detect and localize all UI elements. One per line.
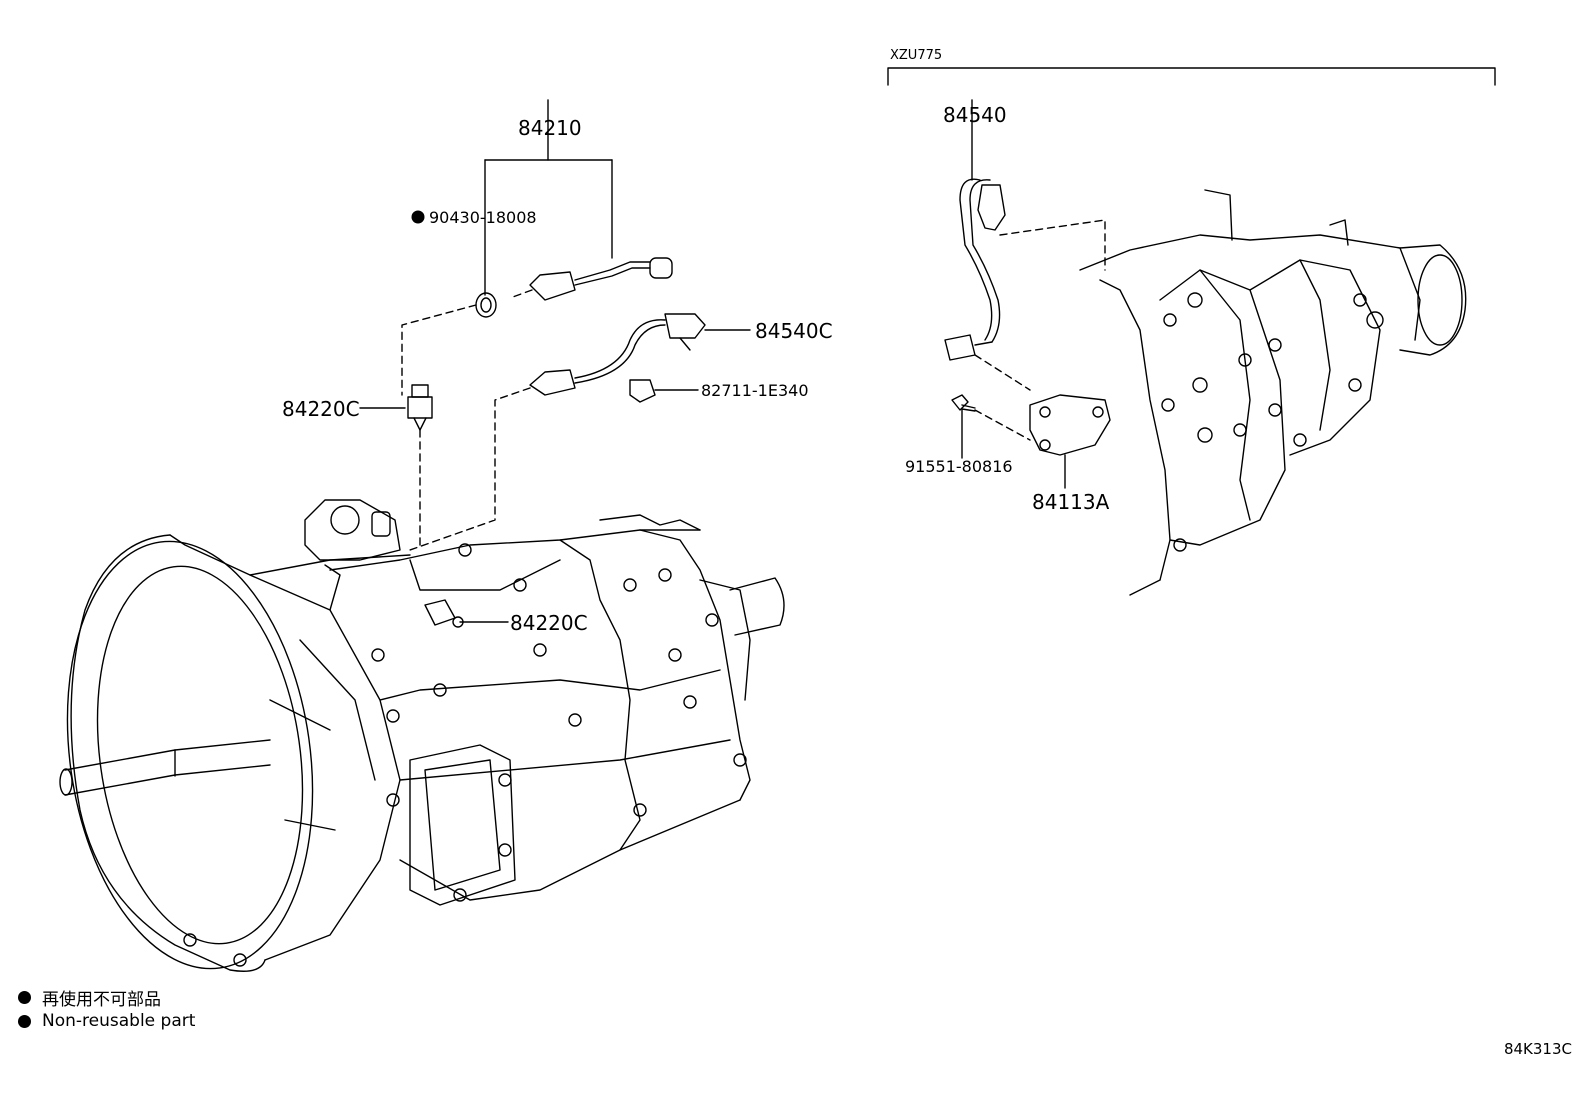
speed-sensor-wire (529, 313, 706, 396)
transmission-assembly (59, 499, 785, 972)
callout-84210: 84210 (518, 116, 582, 140)
variant-bracket (887, 67, 1496, 86)
gasket (475, 292, 497, 318)
legend-jp-text: 再使用不可部品 (42, 990, 161, 1010)
diagram-code: 84K313C (1503, 1040, 1572, 1058)
filled-circle-icon (18, 991, 31, 1004)
sensor-84540-wire (944, 99, 1006, 361)
leaders-left (359, 329, 751, 623)
dashed-leaders-left (401, 289, 533, 551)
legend-en: Non-reusable part (18, 1011, 195, 1031)
filled-circle-icon (18, 1014, 31, 1028)
callout-84220C-body: 84220C (510, 611, 588, 635)
callout-84113A: 84113A (1032, 490, 1110, 514)
callout-91551-80816: 91551-80816 (905, 457, 1013, 476)
callout-90430-18008: 90430-18008 (429, 208, 537, 227)
legend-en-text: Non-reusable part (42, 1011, 196, 1031)
callout-84220C-top: 84220C (282, 397, 360, 421)
bolt-91551 (951, 394, 976, 412)
back-up-lamp-switch (484, 99, 673, 301)
callout-84540C: 84540C (755, 319, 833, 343)
callout-84540: 84540 (943, 103, 1007, 127)
bracket-84113A (1029, 394, 1111, 456)
leaders-right (961, 409, 1066, 489)
callout-82711-1E340: 82711-1E340 (701, 381, 809, 400)
non-reusable-mark-icon (411, 210, 425, 224)
dashed-leaders-right (974, 219, 1106, 441)
wire-clamp (629, 379, 656, 403)
variant-label: XZU775 (890, 48, 943, 63)
neutral-switch (407, 384, 433, 431)
transmission-rear-view (1079, 189, 1467, 596)
legend-jp: 再使用不可部品 (18, 985, 161, 1010)
